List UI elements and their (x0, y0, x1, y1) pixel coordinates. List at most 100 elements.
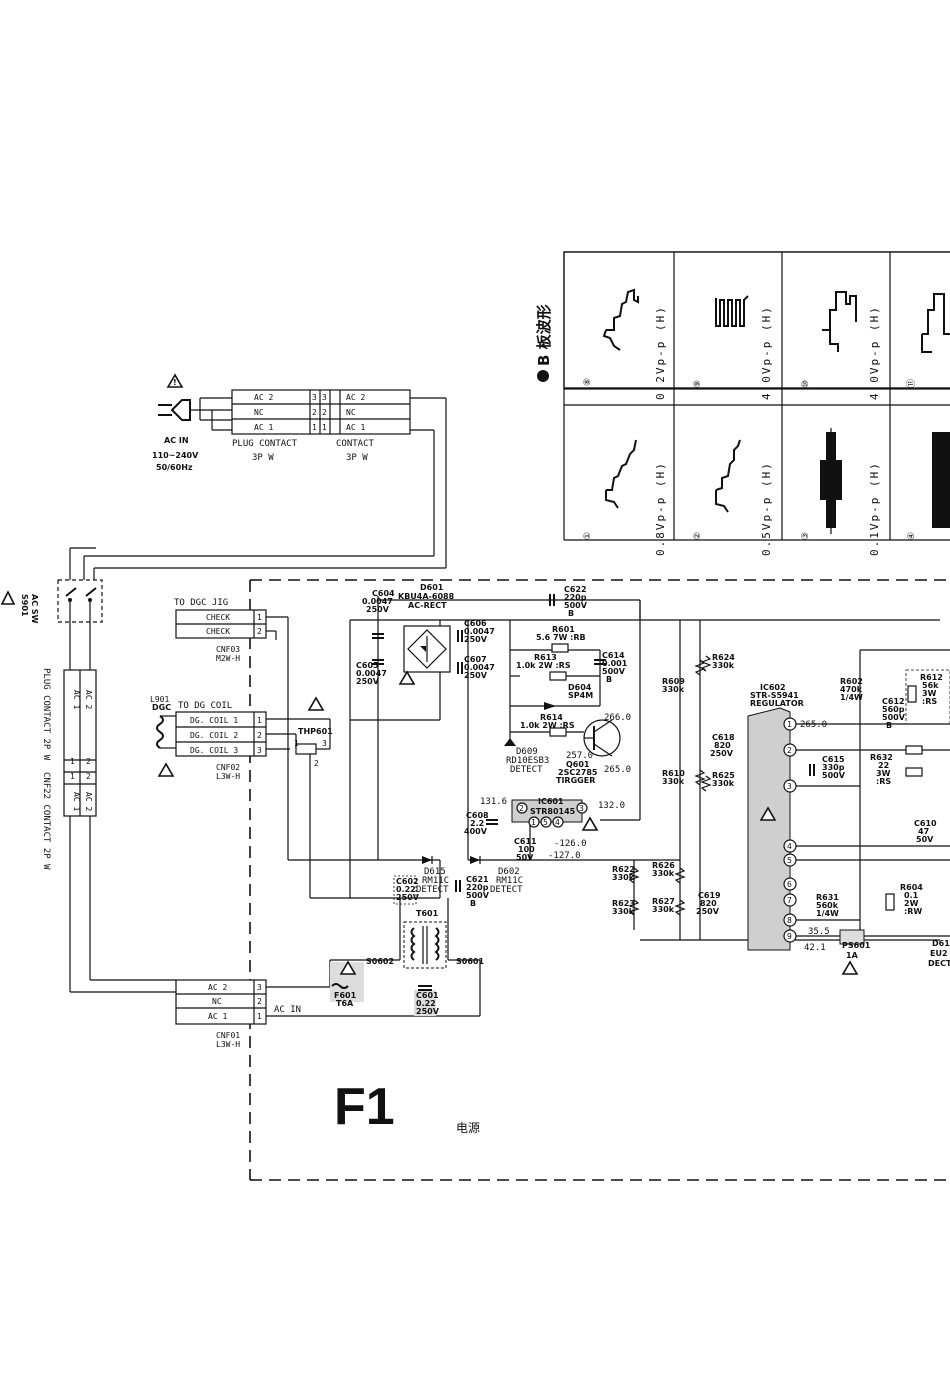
c622-v1: 220p (564, 593, 587, 602)
r632-ref: R632 (870, 753, 893, 762)
input-capacitors: C604 0.0047 250V C605 0.0047 250V C606 0… (356, 589, 495, 686)
warning-icon (0, 590, 16, 605)
c606-v2: 250V (464, 635, 488, 644)
ic602-part: STR-S5941 (750, 691, 799, 700)
left-plug-contact-label: PLUG CONTACT 2P W (41, 668, 51, 761)
c604-v2: 250V (366, 605, 390, 614)
wave-amp-2: 0.5Vp-p (H) (760, 461, 773, 556)
svg-text:2: 2 (787, 746, 792, 755)
left-conn-pin1b: 1 (70, 772, 75, 781)
c601: C601 0.22 250V (414, 985, 440, 1016)
c614-v2: 500V (602, 667, 626, 676)
connector-cnf02: L901 DGC TO DG COIL DG. COIL 1 DG. COIL … (150, 695, 333, 898)
wave-num-9: ⑨ (693, 380, 703, 388)
waveform-2 (715, 439, 741, 513)
waveform-11 (921, 293, 950, 353)
r612-ref: R612 (920, 673, 943, 682)
svg-text:1: 1 (787, 720, 792, 729)
svg-text:6: 6 (787, 880, 792, 889)
c612-ref: C612 (882, 697, 905, 706)
c621-v1: 220p (466, 883, 489, 892)
r627-value: 330k (652, 905, 675, 914)
r624-ref: R624 (712, 653, 735, 662)
c618-v1: 820 (714, 741, 731, 750)
r626-ref: R626 (652, 861, 675, 870)
l901-label: DGC (152, 703, 171, 712)
r604-ref: R604 (900, 883, 923, 892)
c621-v3: B (470, 899, 476, 908)
cnf03-title: TO DGC JIG (174, 598, 228, 608)
contact-pins: 3P W (346, 453, 368, 463)
c622-ref: C622 (564, 585, 587, 594)
d61x-ref: D61 (932, 939, 950, 948)
wave-amp-8: 0.2Vp-p (H) (654, 305, 667, 400)
ps601-ref: PS601 (842, 941, 871, 950)
s901-ref: S901 (20, 594, 29, 617)
r614-ref: R614 (540, 713, 563, 722)
ic601-ref: IC601 (538, 797, 564, 806)
s0601-ref: S0601 (456, 957, 484, 966)
c610-ref: C610 (914, 819, 937, 828)
cnf01-row-2: NC (212, 997, 222, 1006)
d609: D609 RD10ESB3 DETECT (504, 738, 549, 775)
d604-part: SP4M (568, 691, 593, 700)
detect-diodes: D615 RM11C DETECT D602 RM11C DETECT C602… (393, 856, 523, 908)
d601-part: KBU4A-6088 (398, 592, 455, 601)
c602-v2: 250V (396, 893, 420, 902)
c605-ref: C605 (356, 661, 379, 670)
ac-in-voltage: 110~240V (152, 451, 199, 460)
cnf01-title: AC IN (274, 1005, 301, 1015)
left-cnf22-label: CNF22 CONTACT 2P W (41, 772, 51, 870)
r601: R601 5.6 7W :RB (536, 625, 586, 653)
cnf03-row-1: CHECK (206, 613, 230, 622)
r604-value: 0.1 (904, 891, 919, 900)
cnf02-pin-1: 1 (257, 716, 262, 725)
c604-ref: C604 (372, 589, 395, 598)
left-conn-ac1: AC 1 (72, 690, 81, 709)
wave-amp-3: 0.1Vp-p (H) (868, 461, 881, 556)
thp601-symbol (295, 743, 317, 755)
thp601-ref: THP601 (298, 727, 333, 736)
c606-v1: 0.0047 (464, 627, 495, 636)
left-conn-ac2: AC 2 (84, 690, 93, 709)
warning-icon (581, 816, 599, 831)
q601-part: 2SC2785 (558, 768, 598, 777)
cnf01-ref: CNF01 (216, 1031, 240, 1040)
ic602-regulator: IC602 STR-S5941 REGULATOR 1 2 3 4 5 6 7 … (747, 649, 950, 953)
f601-value: T6A (336, 999, 354, 1008)
r614-value: 1.0k 2W :RS (520, 721, 575, 730)
wave-amp-9: 4.0Vp-p (H) (760, 305, 773, 400)
ac-in-label: AC IN (164, 436, 189, 445)
c612-v3: B (886, 721, 892, 730)
c614-ref: C614 (602, 651, 625, 660)
c608-c611: C608 2.2 400V C611 100 50V (464, 811, 537, 862)
svg-text:!: ! (173, 378, 177, 387)
svg-text:1: 1 (531, 818, 536, 827)
cnf02-ref: CNF02 (216, 763, 240, 772)
d61x-desc: DECT (928, 959, 950, 968)
cnf01-pin-2: 2 (257, 997, 262, 1006)
warning-icon (398, 670, 416, 685)
c607-ref: C607 (464, 655, 487, 664)
c611-v2: 50V (516, 853, 534, 862)
r613-ref: R613 (534, 653, 557, 662)
q601-desc: TIRGGER (556, 776, 595, 785)
c601-ref: C601 (416, 991, 439, 1000)
t601-ref: T601 (416, 909, 439, 918)
waveform-9 (715, 295, 749, 327)
c601-v1: 0.22 (416, 999, 436, 1008)
ic602-desc: REGULATOR (750, 699, 804, 708)
left-conn-pin1: 1 (70, 757, 75, 766)
warning-icon (339, 960, 357, 975)
r631-value: 560k (816, 901, 839, 910)
r626-value: 330k (652, 869, 675, 878)
c614-v3: B (606, 675, 612, 684)
c604-v1: 0.0047 (362, 597, 393, 606)
c610-v2: 50V (916, 835, 934, 844)
r610-ref: R610 (662, 769, 685, 778)
d609-ref: D609 (516, 747, 538, 757)
svg-text:3: 3 (579, 804, 584, 813)
c601-v2: 250V (416, 1007, 440, 1016)
v421-label: 42.1 (804, 943, 826, 953)
svg-text:7: 7 (787, 896, 792, 905)
